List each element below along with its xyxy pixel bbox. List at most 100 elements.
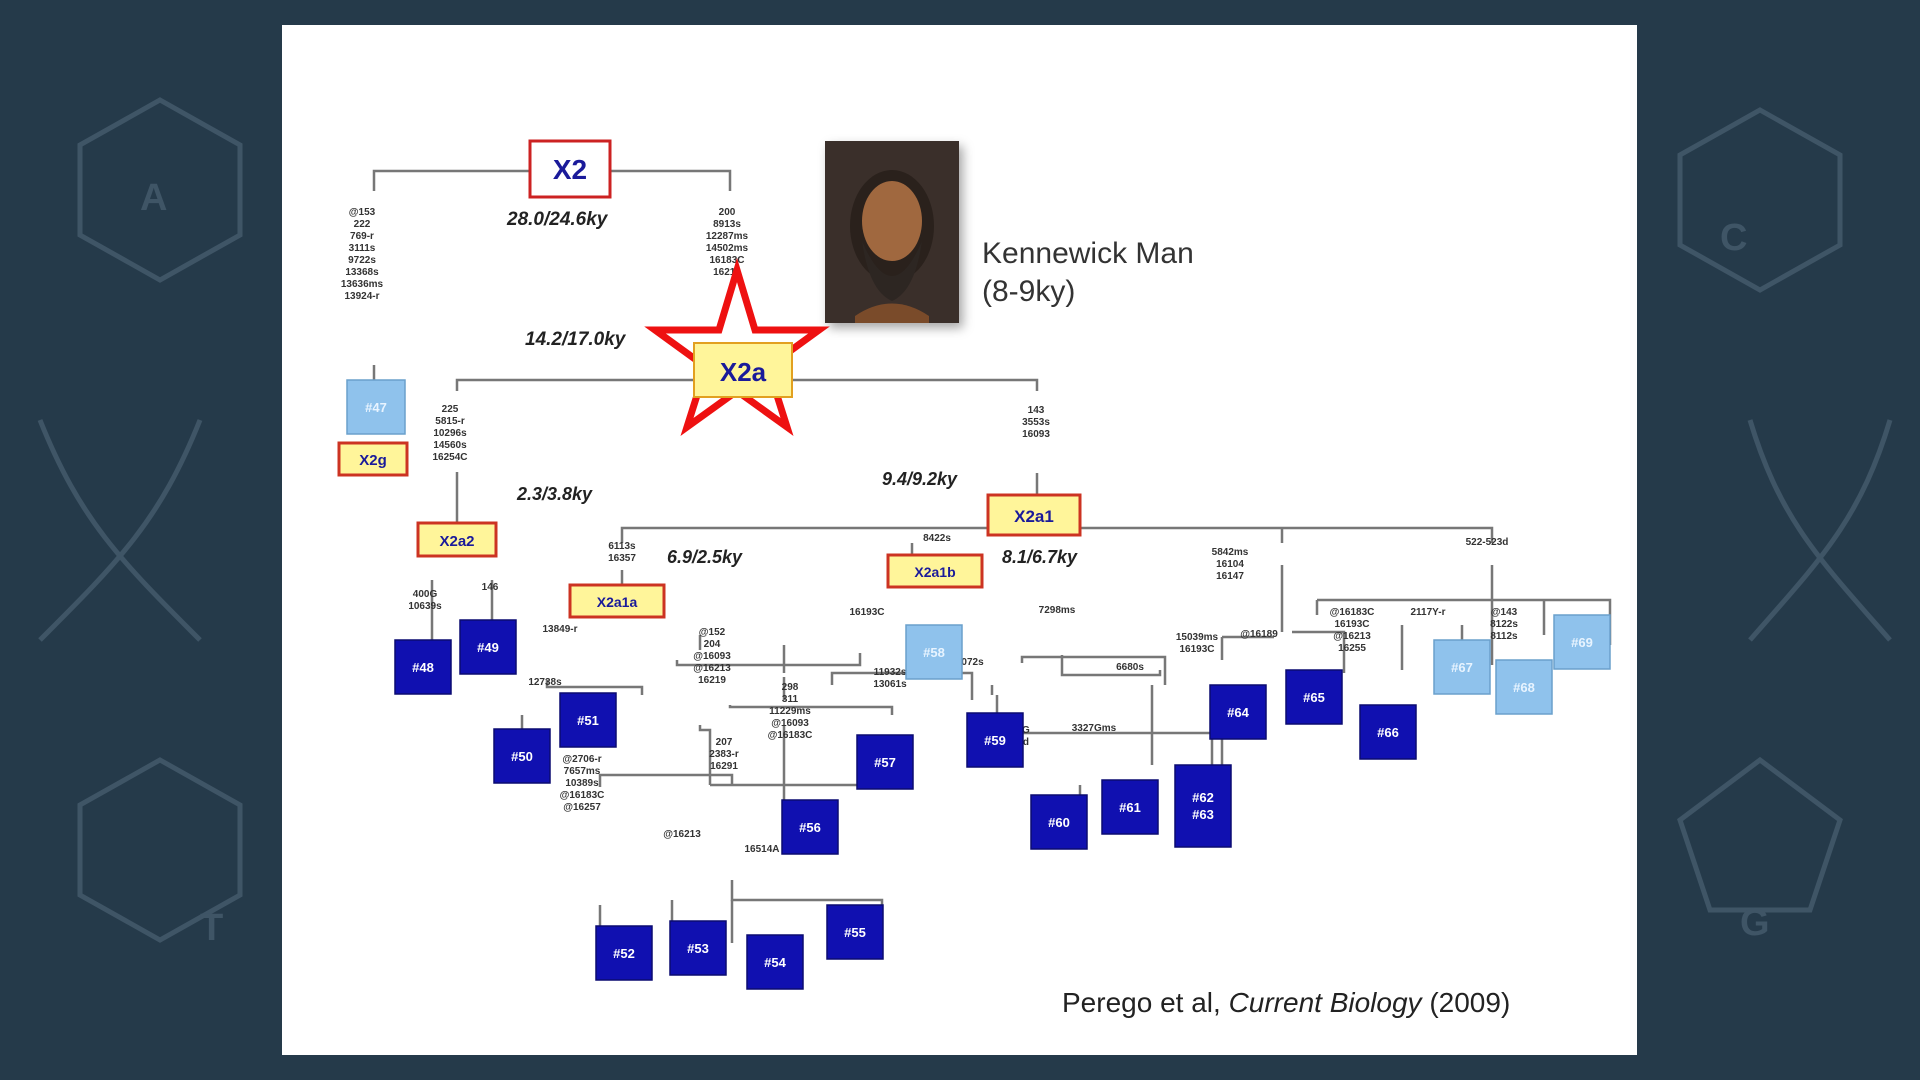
haplogroup-x2-box <box>528 139 612 199</box>
date-x2a1: 9.4/9.2ky <box>882 469 958 489</box>
mutation-label: 16213 <box>713 267 741 278</box>
sample-label-b65: #65 <box>1303 690 1325 705</box>
mutation-label: 16193C <box>1334 619 1369 630</box>
sample-label-b48: #48 <box>412 660 434 675</box>
dna-helix-motif <box>37 419 203 642</box>
haplogroup-x2a1-label: X2a1 <box>1014 507 1054 526</box>
sample-box-b51 <box>559 692 617 748</box>
sample-box-b55 <box>826 904 884 960</box>
mutation-label: 207 <box>716 737 733 748</box>
tree-connectors <box>372 169 1612 945</box>
mutation-label: @153 <box>349 207 376 218</box>
sample-box-b53 <box>669 920 727 976</box>
mutation-label: 11932s <box>874 667 907 678</box>
date-x2a1a: 6.9/2.5ky <box>667 547 743 567</box>
haplogroup-x2a1b-box <box>886 553 984 589</box>
mutation-label: @16213 <box>663 829 701 840</box>
sample-box-b69 <box>1553 614 1611 670</box>
haplogroup-x2a1b-label: X2a1b <box>914 564 955 580</box>
mutation-label: 298 <box>782 682 799 693</box>
mutation-label: 8422s <box>923 533 951 544</box>
mutation-label: 16291 <box>710 761 738 772</box>
mutation-label: 13924-r <box>344 291 379 302</box>
citation-year: (2009) <box>1421 987 1511 1018</box>
sample-box-b47 <box>346 379 406 435</box>
sample-box-b67 <box>1433 639 1491 695</box>
sample-box-b58 <box>905 624 963 680</box>
svg-text:T: T <box>200 907 223 949</box>
sample-label-b53: #53 <box>687 941 709 956</box>
mutation-label: 143 <box>1028 405 1045 416</box>
mutation-label: 8112s <box>1490 631 1518 642</box>
sample-label-b52: #52 <box>613 946 635 961</box>
mutation-label: 16183C <box>709 255 744 266</box>
date-x2a1b: 8.1/6.7ky <box>1002 547 1078 567</box>
date-x2a2: 2.3/3.8ky <box>516 484 593 504</box>
svg-text:A: A <box>140 177 167 219</box>
dna-helix-motif <box>1747 419 1893 642</box>
mutation-label: 16219 <box>698 675 726 686</box>
mutation-label: 7298ms <box>1039 605 1076 616</box>
mutation-labels: @153222769-r3111s9722s13368s13636ms13924… <box>341 207 1518 855</box>
sample-label-b59: #59 <box>984 733 1006 748</box>
haplogroup-x2a-box <box>693 342 793 398</box>
sample-label-b68: #68 <box>1513 680 1535 695</box>
mutation-label: @16213 <box>693 663 731 674</box>
sample-label-b60: #60 <box>1048 815 1070 830</box>
mutation-label: 2383-r <box>709 749 739 760</box>
mutation-label: 12072s <box>950 657 984 668</box>
sample-box-b52 <box>595 925 653 981</box>
hexagon-motif <box>1677 107 1843 293</box>
mutation-label: @2706-r <box>562 754 601 765</box>
mutation-label: 16093 <box>1022 429 1050 440</box>
mutation-label: 8913s <box>713 219 741 230</box>
sample-label-b69: #69 <box>1571 635 1593 650</box>
haplogroup-x2a2-label: X2a2 <box>439 533 474 550</box>
mutation-label: 3327Gms <box>1072 723 1117 734</box>
mutation-label: 400G <box>413 589 438 600</box>
haplogroup-x2a2-box <box>416 521 498 558</box>
sample-label-b63: #63 <box>1192 807 1214 822</box>
mutation-label: @143 <box>1491 607 1518 618</box>
sample-label-b66: #66 <box>1377 725 1399 740</box>
sample-boxes: #47#48#49#50#51#52#53#54#55#56#57#58#59#… <box>346 379 1611 990</box>
sample-box-b66 <box>1359 704 1417 760</box>
mutation-label: 15039ms <box>1176 632 1219 643</box>
sample-box-b50 <box>493 728 551 784</box>
mutation-label: 769-r <box>350 231 374 242</box>
mutation-label: 10639s <box>408 601 442 612</box>
mutation-label: 11229ms <box>769 706 811 717</box>
haplogroup-x2g-box <box>337 441 409 477</box>
hexagon-motif <box>77 97 243 283</box>
sample-box-b57 <box>856 734 914 790</box>
mutation-label: 13849-r <box>542 624 577 635</box>
sample-box-b54 <box>746 934 804 990</box>
mutation-label: 311 <box>782 694 799 705</box>
mutation-label: 6113s <box>608 541 636 552</box>
sample-label-b54: #54 <box>764 955 786 970</box>
mutation-label: 14560s <box>433 440 467 451</box>
mutation-label: 5842ms <box>1212 547 1249 558</box>
pentagon-motif <box>1677 756 1843 913</box>
mutation-label: 3553s <box>1022 417 1050 428</box>
sample-label-b61: #61 <box>1119 800 1141 815</box>
sample-box-b48 <box>394 639 452 695</box>
sample-label-b50: #50 <box>511 749 533 764</box>
mutation-label: 222 <box>354 219 371 230</box>
mutation-label: 5815-r <box>435 416 465 427</box>
mutation-label: 16357 <box>608 553 636 564</box>
mutation-label: @16257 <box>563 802 601 813</box>
mutation-label: @16093 <box>693 651 731 662</box>
mutation-label: 14502ms <box>706 243 749 254</box>
date-x2a: 14.2/17.0ky <box>525 329 627 350</box>
mutation-label: @16093 <box>771 718 809 729</box>
sample-label-b47: #47 <box>365 400 387 415</box>
sample-box-b62 <box>1174 764 1232 848</box>
date-x2: 28.0/24.6ky <box>506 209 609 230</box>
sample-label-b57: #57 <box>874 755 896 770</box>
mutation-label: 16254C <box>432 452 467 463</box>
mutation-label: @152 <box>699 627 726 638</box>
mutation-label: 16514A <box>744 844 779 855</box>
sample-label-b62: #62 <box>1192 790 1214 805</box>
svg-text:G: G <box>1740 902 1770 944</box>
